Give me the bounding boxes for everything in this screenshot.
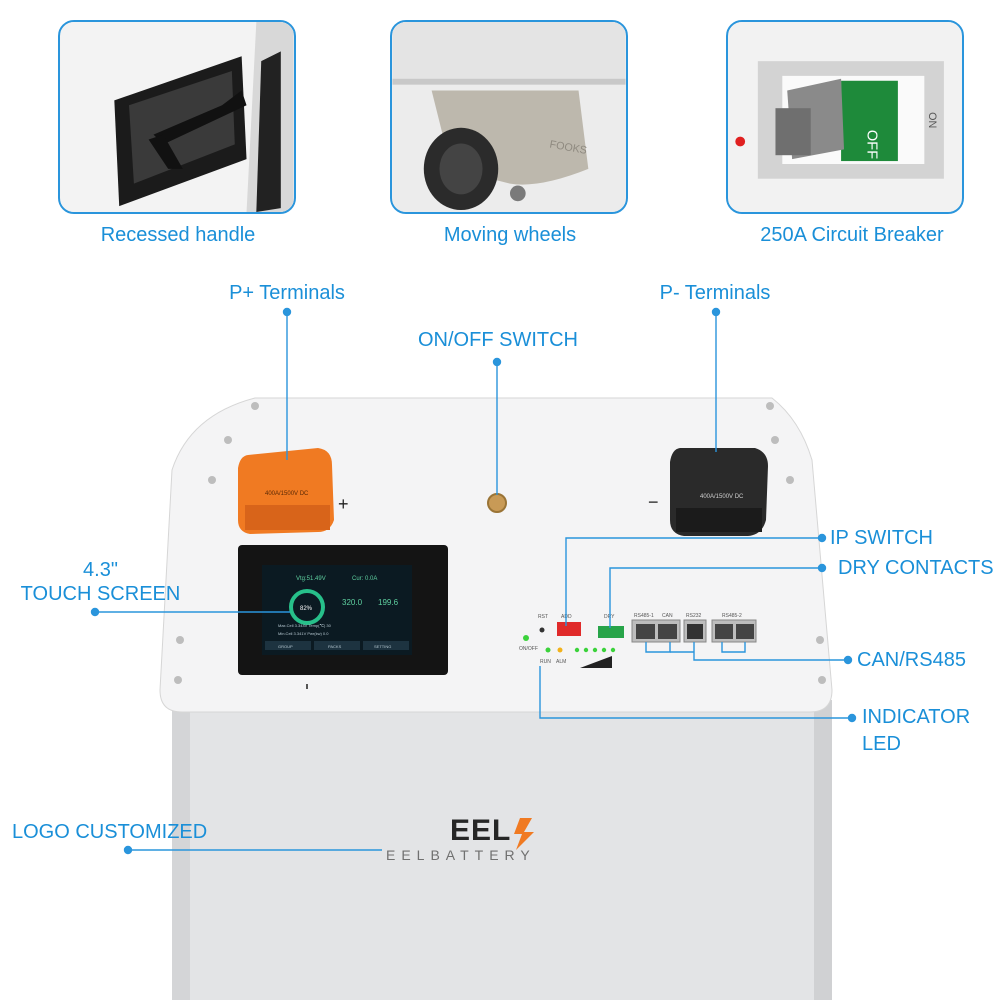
power-button[interactable] (487, 493, 507, 513)
moving-wheels-caption: Moving wheels (443, 224, 577, 246)
logo-customized-callout: LOGO CUSTOMIZED (12, 821, 208, 843)
can-port[interactable] (658, 624, 677, 639)
p-plus-callout: P+ Terminals (229, 282, 345, 304)
screen-cur: Cur: 0.0A (352, 576, 377, 582)
moving-wheels-photo: FOOKS (390, 20, 628, 214)
rs485-2-port-a[interactable] (715, 624, 733, 639)
breaker-on-label: ON (926, 112, 938, 128)
recessed-handle-caption: Recessed handle (100, 224, 256, 246)
ip-switch[interactable] (557, 622, 581, 636)
minus-sign: − (648, 492, 659, 512)
reset-button[interactable] (539, 627, 545, 633)
dry-contact-connector[interactable] (598, 626, 624, 638)
screen-value2: 199.6 (378, 598, 399, 607)
can-rs485-callout: CAN/RS485 (857, 649, 966, 671)
screen-tab-group: GROUP (278, 644, 293, 649)
recessed-handle-photo (58, 20, 296, 214)
rs485-2-port-b[interactable] (736, 624, 754, 639)
touch-screen-callout-line2: TOUCH SCREEN (20, 583, 181, 605)
svg-text:400A/1500V DC: 400A/1500V DC (265, 491, 309, 497)
breaker-off-label: OFF (864, 130, 880, 159)
screen-row2: Min.Cell 3.341V Pwr(kw) 0.0 (278, 631, 329, 636)
circuit-breaker-photo: OFF ON (726, 20, 964, 214)
screen-tab-packs: PACKS (328, 644, 342, 649)
led-run-label: RUN (540, 659, 551, 665)
can-label: CAN (662, 613, 673, 619)
rst-label: RST (538, 614, 548, 620)
rs485-1-label: RS485-1 (634, 613, 654, 619)
p-minus-callout: P- Terminals (659, 282, 771, 304)
touch-screen[interactable]: 82% Vtg:51.49V Cur: 0.0A 320.0 199.6 Max… (238, 545, 448, 675)
brand-logo: EEL EELBATTERY (386, 814, 536, 863)
led-on-off-label: ON/OFF (519, 646, 538, 652)
screen-tab-setting: SETTING (374, 644, 391, 649)
circuit-breaker-caption: 250A Circuit Breaker (760, 224, 944, 246)
ip-switch-callout: IP SWITCH (830, 527, 933, 549)
svg-text:EEL: EEL (450, 814, 511, 847)
svg-text:EELBATTERY: EELBATTERY (386, 847, 536, 863)
dry-contacts-callout: DRY CONTACTS (838, 557, 994, 579)
touch-screen-callout-line1: 4.3" (83, 559, 118, 581)
screen-value1: 320.0 (342, 598, 363, 607)
svg-text:400A/1500V DC: 400A/1500V DC (700, 494, 744, 500)
p-plus-terminal: 400A/1500V DC (238, 448, 334, 534)
plus-sign: + (338, 494, 349, 514)
rs485-1-port[interactable] (636, 624, 655, 639)
indicator-led-callout-line2: LED (862, 733, 901, 755)
screen-vtg: Vtg:51.49V (296, 576, 326, 582)
screen-row1: Max.Cell 3.344V Temp(℃) 30 (278, 623, 332, 628)
rs485-2-label: RS485-2 (722, 613, 742, 619)
rs232-label: RS232 (686, 613, 702, 619)
rs232-port[interactable] (687, 624, 703, 639)
led-alm-label: ALM (556, 659, 566, 665)
screen-soc: 82% (300, 606, 313, 612)
indicator-led-callout-line1: INDICATOR (862, 706, 971, 728)
on-off-switch-callout: ON/OFF SWITCH (418, 329, 578, 351)
p-minus-terminal: 400A/1500V DC (670, 448, 768, 536)
